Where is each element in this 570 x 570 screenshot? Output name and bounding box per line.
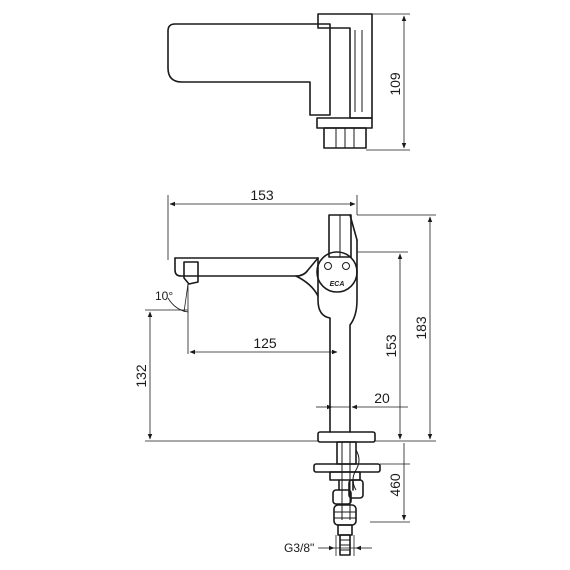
front-view: 153 ECA 10° 125 132	[133, 187, 436, 556]
base-plate	[317, 431, 376, 443]
hose-fitting	[333, 504, 357, 526]
aerator	[183, 261, 199, 285]
faucet-body	[317, 257, 331, 433]
top-view-handle	[317, 13, 373, 119]
top-view: 109	[167, 13, 410, 151]
dim-label-153-right: 153	[383, 334, 399, 358]
hose-nut-right	[348, 479, 364, 499]
dim-label-125: 125	[253, 335, 277, 351]
dim-label-183: 183	[413, 316, 429, 340]
dim-label-460: 460	[387, 473, 403, 497]
dim-label-20: 20	[374, 390, 390, 406]
top-view-base	[316, 117, 373, 129]
top-view-spout	[167, 23, 331, 116]
dim-label-132: 132	[133, 364, 149, 388]
dim-label-thread: G3/8"	[284, 541, 314, 555]
mounting-assembly	[313, 441, 381, 556]
dim-label-109: 109	[387, 72, 403, 96]
dim-label-153-top: 153	[250, 187, 274, 203]
spout	[174, 257, 319, 277]
mounting-washer	[313, 463, 381, 473]
brand-logo: ECA	[330, 281, 345, 288]
dim-label-angle: 10°	[155, 289, 173, 303]
